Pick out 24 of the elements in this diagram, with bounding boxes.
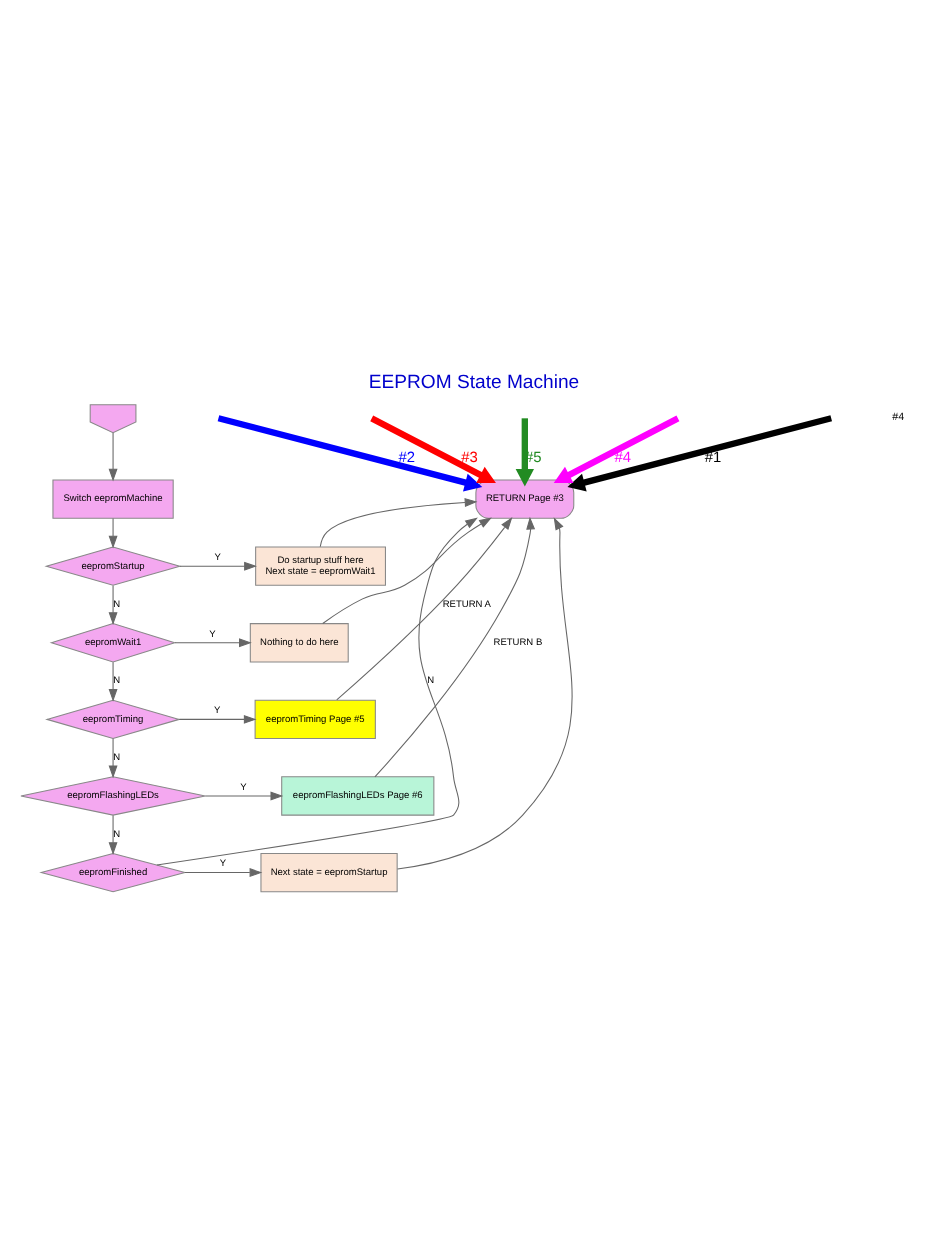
arrow <box>370 415 496 484</box>
arrow <box>179 561 257 571</box>
arrow <box>108 738 118 779</box>
arrow <box>174 638 252 648</box>
arrow <box>108 585 118 626</box>
arrow <box>178 714 257 724</box>
arrow <box>156 517 478 866</box>
node-box <box>89 404 137 434</box>
arrow <box>553 415 680 484</box>
arrow <box>515 418 534 487</box>
arrow <box>336 517 513 701</box>
arrow <box>184 868 263 878</box>
arrow <box>374 516 536 778</box>
arrow <box>204 791 284 801</box>
arrow <box>108 432 118 482</box>
arrow <box>567 415 832 492</box>
diagram-title: EEPROM State Machine <box>368 371 580 394</box>
arrow <box>319 498 478 548</box>
arrow <box>108 661 118 702</box>
arrow <box>397 517 573 870</box>
arrow <box>108 814 118 855</box>
arrow <box>217 415 483 492</box>
arrow <box>108 518 118 549</box>
arrow <box>322 517 492 624</box>
